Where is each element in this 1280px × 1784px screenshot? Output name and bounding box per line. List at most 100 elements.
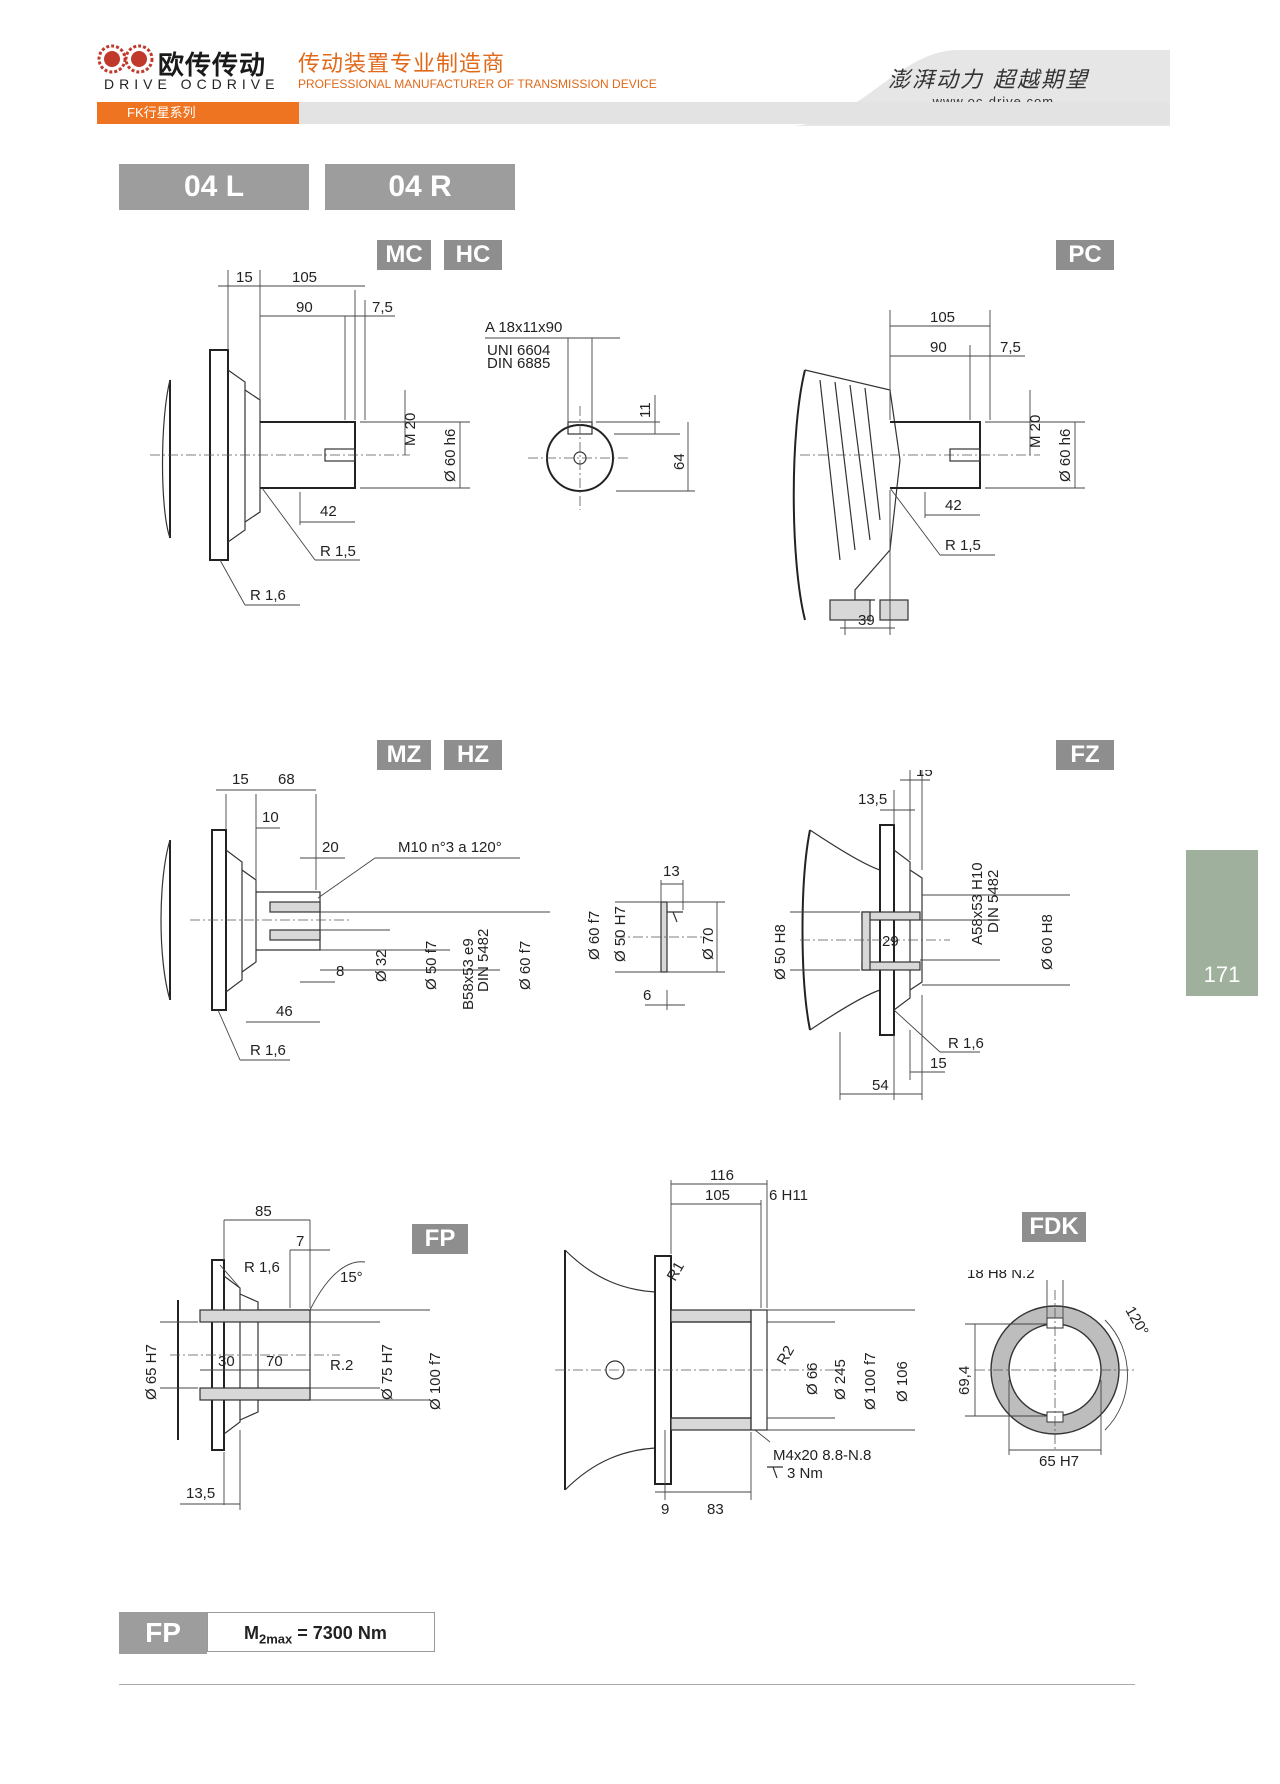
fz-dim-r1-6: R 1,6 — [948, 1035, 984, 1052]
drawing-fp-hollow: 85 7 R 1,6 15° Ø 65 H7 30 70 R.2 Ø 75 H7… — [143, 1203, 444, 1510]
fp-dim-70: 70 — [266, 1353, 283, 1370]
key-spec: A 18x11x90 — [485, 319, 562, 336]
fz-dim-13-5: 13,5 — [858, 791, 887, 808]
fp-dim-phi75-h7: Ø 75 H7 — [379, 1344, 396, 1400]
mz-dim-8: 8 — [336, 963, 344, 980]
mz-thread-spec: M10 n°3 a 120° — [398, 839, 502, 856]
drawing-cover-disc: 13 Ø 60 f7 Ø 50 H7 Ø 70 6 — [586, 863, 725, 1010]
fp-angle-15: 15° — [340, 1269, 363, 1286]
mz-spline-b58: B58x53 e9 — [460, 938, 477, 1010]
dim-m20: M 20 — [402, 413, 419, 446]
fz-dim-15-top: 15 — [916, 770, 933, 780]
fp-dim-13-5: 13,5 — [186, 1485, 215, 1502]
cover-dim-phi70: Ø 70 — [700, 927, 717, 960]
drawing-fz-hub: 15 13,5 Ø 50 H8 29 A58x53 H10 DIN 5482 Ø… — [772, 770, 1070, 1100]
footer-divider — [119, 1684, 1135, 1685]
mz-dim-10: 10 — [262, 809, 279, 826]
torque-symbol: M — [244, 1623, 259, 1643]
drawing-mc-hc-shaft: 15 105 90 7,5 M 20 Ø 60 h6 42 R 1,5 R 1,… — [150, 269, 470, 606]
pc-dim-39: 39 — [858, 612, 875, 629]
section-label-fdk: FDK — [1022, 1212, 1086, 1242]
dim-r1-6: R 1,6 — [250, 587, 286, 604]
fdk-dim-69-4: 69,4 — [956, 1366, 973, 1395]
mz-dim-20: 20 — [322, 839, 339, 856]
torque-spec-box: M2max = 7300 Nm — [207, 1612, 435, 1652]
drawing-mz-hz-spline: 15 68 10 20 M10 n°3 a 120° Ø 32 Ø 50 f7 … — [160, 771, 550, 1061]
key-uni: UNI 6604 — [487, 342, 550, 359]
fdk-angle-120: 120° — [1122, 1304, 1152, 1339]
mz-dim-r1-6: R 1,6 — [250, 1042, 286, 1059]
fpc-dim-phi66: Ø 66 — [804, 1362, 821, 1395]
fz-dim-54: 54 — [872, 1077, 889, 1094]
torque-subscript: 2max — [259, 1631, 293, 1647]
drawing-fdk-ring: 18 H8 N.2 69,4 120° 65 H7 — [956, 1270, 1152, 1470]
dim-r1-5: R 1,5 — [320, 543, 356, 560]
pc-dim-105: 105 — [930, 310, 955, 326]
dim-42: 42 — [320, 503, 337, 520]
mz-dim-phi50-f7: Ø 50 f7 — [423, 941, 440, 990]
series-bar — [299, 102, 1170, 124]
cover-dim-6: 6 — [643, 987, 651, 1004]
pc-dim-90: 90 — [930, 339, 947, 356]
drawing-pc-shaft: 105 90 7,5 M 20 Ø 60 h6 42 R 1,5 39 — [792, 310, 1085, 635]
drawing-fp-assembly: 116 105 6 H11 R1 R2 Ø 66 Ø 245 Ø 100 f7 … — [555, 1170, 915, 1518]
fpc-dim-116: 116 — [710, 1170, 734, 1184]
cover-dim-phi60-f7: Ø 60 f7 — [586, 911, 603, 960]
fp-dim-phi100-f7: Ø 100 f7 — [427, 1352, 444, 1410]
cover-dim-13: 13 — [663, 863, 680, 880]
cover-dim-phi50-h7: Ø 50 H7 — [612, 906, 629, 962]
mz-dim-46: 46 — [276, 1003, 293, 1020]
fpc-dim-r2: R2 — [774, 1343, 798, 1368]
fpc-torque-spec: 3 Nm — [787, 1465, 823, 1482]
fz-dim-29: 29 — [882, 933, 899, 950]
series-tab: FK行星系列 — [97, 102, 299, 124]
fp-dim-phi65-h7: Ø 65 H7 — [143, 1344, 160, 1400]
mz-dim-15: 15 — [232, 771, 249, 788]
fpc-dim-83: 83 — [707, 1501, 724, 1518]
section-label-mz: MZ — [377, 740, 431, 770]
dim-7-5: 7,5 — [372, 299, 393, 316]
pc-dim-7-5: 7,5 — [1000, 339, 1021, 356]
fp-dim-7: 7 — [296, 1233, 304, 1250]
dim-15: 15 — [236, 269, 253, 286]
section-label-hc: HC — [444, 240, 502, 270]
dim-90: 90 — [296, 299, 313, 316]
dim-64: 64 — [671, 453, 688, 470]
fpc-dim-105: 105 — [705, 1187, 730, 1204]
drawing-key-section: A 18x11x90 UNI 6604 DIN 6885 11 64 — [485, 319, 695, 510]
brand-name-en: DRIVE OCDRIVE — [104, 76, 280, 92]
key-din: DIN 6885 — [487, 355, 550, 372]
dim-105: 105 — [292, 269, 317, 286]
fpc-dim-phi245: Ø 245 — [832, 1359, 849, 1400]
fp-dim-r1-6: R 1,6 — [244, 1259, 280, 1276]
fpc-bolt-spec: M4x20 8.8-N.8 — [773, 1447, 871, 1464]
fp-dim-85: 85 — [255, 1203, 272, 1220]
fz-dim-15-bottom: 15 — [930, 1055, 947, 1072]
fp-dim-30: 30 — [218, 1353, 235, 1370]
fz-dim-phi50-h8: Ø 50 H8 — [772, 924, 789, 980]
section-label-fz: FZ — [1056, 740, 1114, 770]
section-label-pc: PC — [1056, 240, 1114, 270]
footer-fp-label: FP — [119, 1612, 207, 1654]
pc-dim-r1-5: R 1,5 — [945, 537, 981, 554]
section-label-fp: FP — [412, 1224, 468, 1254]
fpc-dim-6-h11: 6 H11 — [769, 1187, 808, 1204]
mz-spline-din: DIN 5482 — [475, 929, 492, 992]
fz-spline-din: DIN 5482 — [985, 870, 1002, 933]
section-label-hz: HZ — [444, 740, 502, 770]
pc-dim-m20: M 20 — [1027, 415, 1044, 448]
mz-dim-68: 68 — [278, 771, 295, 788]
brand-logo-icon — [97, 44, 154, 74]
fdk-dim-65-h7: 65 H7 — [1039, 1453, 1079, 1470]
fp-dim-r-2: R.2 — [330, 1357, 353, 1374]
brand-name-cn: 欧传传动 — [158, 50, 267, 80]
dim-phi60-h6: Ø 60 h6 — [442, 429, 459, 482]
fpc-dim-9: 9 — [661, 1501, 669, 1518]
torque-value: = 7300 Nm — [297, 1623, 387, 1643]
fdk-keyway-spec: 18 H8 N.2 — [967, 1270, 1035, 1282]
pc-dim-phi60-h6: Ø 60 h6 — [1057, 429, 1074, 482]
page-number: 171 — [1203, 962, 1241, 987]
page-number-tab: 171 — [1186, 850, 1258, 996]
mz-dim-phi32: Ø 32 — [373, 949, 390, 982]
tagline-cn: 传动装置专业制造商 — [298, 51, 506, 76]
